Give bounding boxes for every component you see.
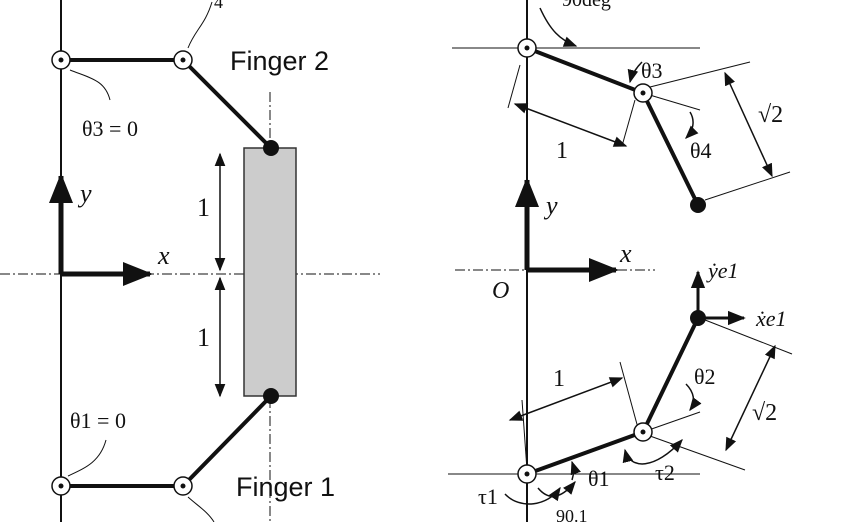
origin-label: O: [492, 278, 509, 304]
theta3-equation: θ3 = 0: [82, 116, 138, 141]
theta1-arc: [570, 460, 581, 481]
dim-lower-label: 1: [197, 323, 210, 352]
angle-90-1-arc: [537, 480, 576, 497]
ydot-label: ẏe1: [706, 258, 739, 283]
lower-tip-ref-1: [699, 317, 793, 355]
tau2-label: τ2: [655, 460, 675, 485]
theta3-label: θ3: [641, 58, 663, 83]
theta1-equation: θ1 = 0: [70, 408, 126, 433]
tau2-arc: [622, 438, 683, 465]
left-y-label: y: [77, 179, 92, 208]
lower-perp-2: [619, 361, 639, 429]
upper-link-label: 1: [556, 138, 568, 164]
theta1-label: θ1: [588, 466, 610, 491]
theta4-leader: [187, 1, 213, 49]
finger1-label: Finger 1: [236, 472, 335, 502]
finger2-label: Finger 2: [230, 46, 329, 76]
lower-link-dim: [508, 377, 624, 421]
theta4-arc: [685, 111, 699, 139]
lower-link-label: 1: [553, 366, 565, 392]
lower-sqrt2-label: √2: [752, 400, 777, 426]
dim-upper-label: 1: [197, 193, 210, 222]
theta4-label: θ4: [690, 138, 712, 163]
upper-link-dim: [513, 103, 628, 147]
upper-finger-links: [526, 46, 700, 206]
theta1-leader: [67, 439, 107, 477]
lower-link-ext: [642, 411, 701, 433]
theta3-arc: [627, 61, 643, 84]
finger1-tip: [263, 388, 279, 404]
theta2-label: θ2: [694, 364, 716, 389]
upper-tip-ref-2: [704, 171, 791, 201]
upper-sqrt2-label: √2: [758, 102, 783, 128]
right-y-label: y: [543, 191, 558, 220]
upper-sqrt2-dim: [724, 71, 773, 178]
right-panel: 90deg θ3 θ4 1 √2 y x O ẏe1 ẋe1 θ2 1 √2 τ…: [448, 0, 793, 522]
angle-90deg-arc: [539, 7, 578, 47]
theta2-arc: [685, 383, 702, 412]
theta2-leader: [187, 496, 215, 522]
upper-finger-tip: [690, 197, 706, 213]
angle-90-1-label: 90.1: [556, 506, 588, 522]
tau1-arc: [504, 486, 561, 505]
upper-perp-2: [621, 99, 636, 147]
left-x-label: x: [157, 241, 170, 270]
angle-90deg-label: 90deg: [562, 0, 611, 11]
tau1-label: τ1: [478, 484, 498, 509]
theta4-partial-label: 4: [214, 0, 223, 12]
lower-sqrt2-dim: [725, 344, 776, 452]
xdot-label: ẋe1: [755, 306, 787, 331]
grasped-object: [243, 147, 297, 397]
theta3-leader: [69, 69, 111, 101]
left-panel: Finger 2 Finger 1 θ3 = 0 θ1 = 0 4 y x 1 …: [0, 0, 380, 522]
upper-link-ext: [642, 92, 701, 111]
upper-perp-1: [507, 64, 521, 109]
upper-tip-ref-1: [649, 61, 751, 88]
right-x-label: x: [619, 239, 632, 268]
finger2-tip: [263, 140, 279, 156]
